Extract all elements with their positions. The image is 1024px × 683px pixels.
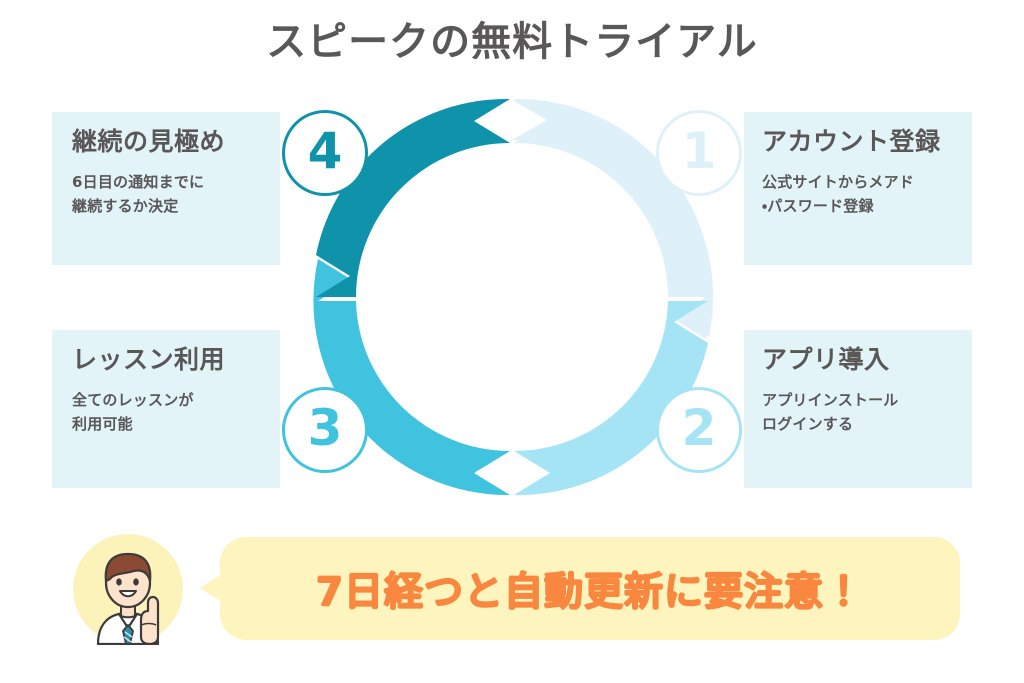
step-card-2-description: アプリインストール ログインする: [762, 391, 899, 433]
step-card-3: レッスン利用 全てのレッスンが 利用可能: [52, 330, 280, 488]
step-card-1-title: アカウント登録: [762, 127, 941, 156]
step-number-badge-4[interactable]: 4: [282, 110, 368, 196]
step-card-3-description: 全てのレッスンが 利用可能: [72, 391, 194, 433]
step-number-badge-3[interactable]: 3: [282, 387, 368, 473]
step-number-badge-2[interactable]: 2: [656, 387, 742, 473]
cycle-segment-1-body: [514, 98, 712, 339]
cycle-segment-4: [316, 98, 510, 297]
step-card-3-title: レッスン利用: [72, 345, 226, 374]
step-number-badge-1[interactable]: 1: [656, 110, 742, 196]
cycle-inner-hole: [423, 208, 601, 386]
step-card-4: 継続の見極め 6日目の通知までに 継続するか決定: [52, 112, 280, 265]
callout-speech-bubble: 7日経つと自動更新に要注意！: [200, 537, 960, 640]
step-card-1-description: 公式サイトからメアド ・パスワード登録: [762, 173, 915, 215]
step-card-1: アカウント登録 公式サイトからメアド ・パスワード登録: [744, 112, 972, 265]
page-title: スピークの無料トライアル: [266, 19, 758, 65]
speech-bubble-body: [220, 537, 960, 640]
person-pointing-up-icon: [72, 533, 184, 646]
step-number-2: 2: [681, 399, 717, 457]
cycle-segment-3: [313, 259, 510, 496]
cycle-segment-2: [514, 301, 708, 496]
callout-text: 7日経つと自動更新に要注意！: [315, 569, 865, 615]
step-card-2-title: アプリ導入: [762, 345, 890, 374]
cycle-diagram: [282, 95, 742, 500]
step-card-2: アプリ導入 アプリインストール ログインする: [744, 330, 972, 488]
step-number-1: 1: [681, 122, 717, 180]
step-card-4-description: 6日目の通知までに 継続するか決定: [72, 173, 205, 215]
step-card-4-title: 継続の見極め: [72, 127, 226, 156]
step-number-4: 4: [307, 122, 343, 180]
step-number-3: 3: [307, 399, 343, 457]
